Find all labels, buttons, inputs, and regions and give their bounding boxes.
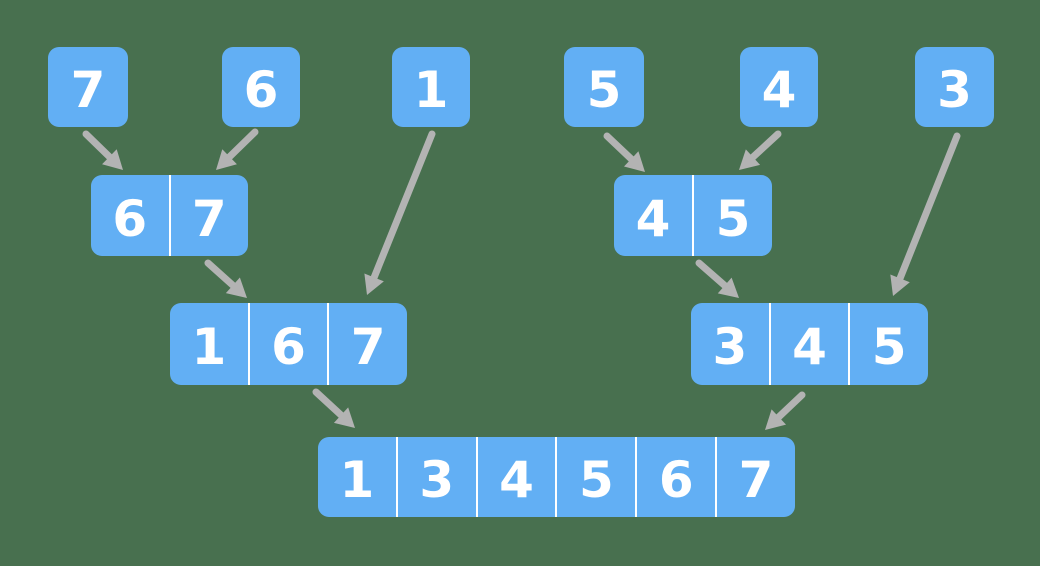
arrow-head (890, 274, 910, 296)
arrow-shaft (370, 130, 436, 281)
digit-label: 3 (712, 318, 748, 376)
box-1-3-4-5-6-7-cell-2: 4 (478, 437, 558, 517)
digit-label: 5 (715, 189, 751, 248)
digit-label: 5 (579, 451, 614, 509)
arrow-box-4-5-to-box-3-4-5 (695, 259, 739, 298)
digit-label: 7 (191, 189, 227, 248)
digit-label: 4 (761, 61, 797, 119)
digit-label: 3 (419, 451, 455, 509)
box-6-7-cell-1: 7 (171, 175, 249, 256)
arrow-head (623, 151, 645, 172)
arrow-shaft (775, 391, 806, 421)
arrow-box-5-to-box-4-5 (603, 132, 645, 172)
digit-label: 6 (243, 61, 279, 119)
box-3-4-5-cell-1: 4 (771, 303, 851, 385)
box-1-3-4-5-6-7-cell-5: 7 (717, 437, 795, 517)
box-3-cell-0: 3 (915, 47, 994, 127)
box-1-3-4-5-6-7-cell-4: 6 (637, 437, 718, 517)
digit-label: 6 (112, 189, 148, 248)
arrow-head (333, 407, 355, 428)
arrow-box-1-to-box-1-6-7 (364, 130, 436, 295)
arrow-box-1-6-7-to-box-1-3-4-5-6-7 (312, 388, 355, 428)
box-4-5-cell-0: 4 (614, 175, 694, 256)
arrow-shaft (749, 130, 782, 161)
arrow-box-7-to-box-6-7 (82, 130, 123, 170)
box-6-cell-0: 6 (222, 47, 300, 127)
arrow-shaft (896, 132, 961, 282)
digit-label: 7 (738, 451, 774, 509)
box-1-6-7-cell-2: 7 (329, 303, 407, 385)
box-4-cell-0: 4 (740, 47, 818, 127)
arrow-head (717, 277, 739, 298)
arrow-box-3-to-box-3-4-5 (890, 132, 961, 296)
box-3: 3 (915, 47, 994, 127)
arrow-head (102, 149, 123, 170)
arrow-shaft (204, 259, 237, 289)
box-4: 4 (740, 47, 818, 127)
box-6-7-cell-0: 6 (91, 175, 171, 256)
arrow-shaft (226, 128, 259, 161)
arrow-head (765, 409, 787, 430)
digit-label: 7 (350, 318, 386, 376)
arrow-box-6-7-to-box-1-6-7 (204, 259, 247, 298)
box-5-cell-0: 5 (564, 47, 644, 127)
box-3-4-5-cell-0: 3 (691, 303, 771, 385)
box-1-3-4-5-6-7-cell-1: 3 (398, 437, 478, 517)
box-1-6-7-cell-1: 6 (250, 303, 330, 385)
digit-label: 4 (635, 189, 671, 248)
arrow-shaft (603, 132, 635, 163)
digit-label: 1 (339, 451, 375, 509)
digit-label: 4 (792, 318, 827, 376)
arrow-shaft (82, 130, 113, 161)
box-4-5-cell-1: 5 (694, 175, 772, 256)
arrow-head (225, 277, 247, 298)
digit-label: 6 (271, 318, 306, 376)
arrow-head (216, 149, 237, 170)
box-7: 7 (48, 47, 128, 127)
arrow-shaft (695, 259, 729, 289)
digit-label: 4 (499, 451, 534, 509)
arrow-head (739, 149, 761, 170)
box-1-3-4-5-6-7-cell-3: 5 (557, 437, 638, 517)
box-5: 5 (564, 47, 644, 127)
box-1-cell-0: 1 (392, 47, 470, 127)
arrow-box-4-to-box-4-5 (739, 130, 782, 170)
box-1-3-4-5-6-7-cell-0: 1 (318, 437, 398, 517)
digit-label: 5 (586, 61, 622, 119)
box-7-cell-0: 7 (48, 47, 128, 127)
digit-label: 5 (871, 318, 907, 376)
arrow-head (364, 273, 384, 295)
box-3-4-5-cell-2: 5 (850, 303, 928, 385)
box-6: 6 (222, 47, 300, 127)
digit-label: 6 (658, 451, 694, 509)
box-1: 1 (392, 47, 470, 127)
digit-label: 1 (191, 318, 227, 376)
arrow-box-3-4-5-to-box-1-3-4-5-6-7 (765, 391, 806, 430)
arrow-box-6-to-box-6-7 (216, 128, 259, 170)
digit-label: 7 (70, 61, 106, 119)
box-1-6-7-cell-0: 1 (170, 303, 250, 385)
arrow-shaft (312, 388, 345, 419)
digit-label: 1 (413, 61, 449, 119)
digit-label: 3 (937, 61, 972, 119)
